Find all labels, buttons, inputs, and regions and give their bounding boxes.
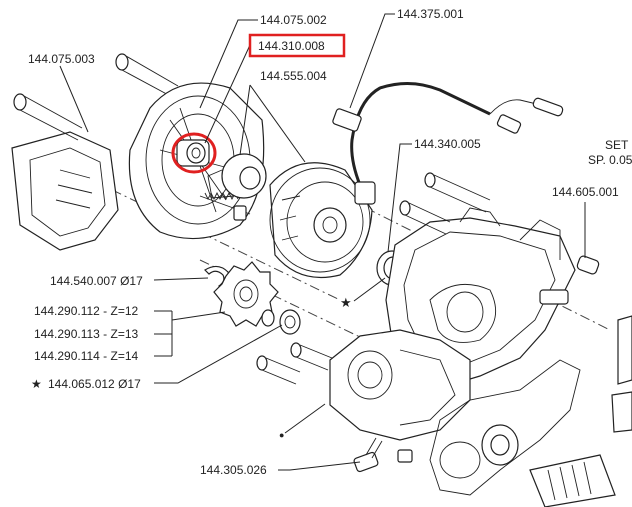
left-cover-rib [29, 147, 106, 237]
callout-set-line1: SET [605, 138, 629, 152]
leader-screw [278, 461, 361, 471]
rotor-hub [207, 153, 267, 199]
bearing-144-310-008 [176, 139, 210, 167]
leader-oil-seal [387, 143, 412, 253]
leader-dot [284, 403, 326, 434]
leader-stator-cover [199, 19, 258, 109]
callout-circlip: 144.540.007 Ø17 [50, 274, 143, 288]
leader-sprockets [154, 310, 226, 357]
screw-144-305-026 [353, 437, 383, 473]
highlight-box [248, 33, 346, 58]
seal-ring-inner [284, 315, 296, 329]
callout-seal-star: 144.065.012 Ø17 [48, 377, 141, 391]
leader-flywheel [239, 84, 306, 163]
highlight-circle [171, 132, 217, 174]
sensor-cable [332, 82, 564, 205]
callout-cover-left: 144.075.003 [28, 52, 95, 66]
callout-sprocket-12: 144.290.112 - Z=12 [34, 304, 139, 318]
dot-marker: ● [279, 430, 284, 440]
callout-stator-cover: 144.075.002 [260, 13, 327, 27]
leader-seal-star [154, 324, 283, 384]
callout-flywheel: 144.555.004 [260, 69, 327, 83]
callout-bearing-highlighted: 144.310.008 [258, 39, 325, 53]
callout-dowel: 144.605.001 [552, 185, 619, 199]
callout-sensor-cable: 144.375.001 [397, 7, 464, 21]
small-plug [397, 449, 413, 463]
bolt-crankcase-1 [424, 172, 491, 213]
bolt-crankcase-2 [399, 200, 451, 235]
washer-ring [261, 309, 275, 327]
callout-screw: 144.305.026 [200, 463, 267, 477]
callout-set-line2: SP. 0.05 [588, 153, 632, 167]
callout-sprocket-13: 144.290.113 - Z=13 [34, 327, 139, 341]
callout-oil-seal: 144.340.005 [414, 137, 481, 151]
gasket [429, 359, 581, 496]
dowel-pin-144-605-001 [576, 255, 600, 275]
right-edge-part-2 [611, 391, 632, 433]
leader-bearing [204, 44, 251, 144]
bolt-upper-left [13, 93, 83, 141]
left-cover-vents [55, 169, 93, 209]
stud-spring [199, 191, 251, 221]
flywheel [269, 162, 373, 279]
seal-ring-star [279, 309, 301, 335]
leader-circlip [153, 277, 209, 281]
right-edge-part [617, 315, 632, 385]
leader-cover-left [59, 65, 89, 133]
lower-crankcase [329, 329, 471, 441]
bolt-upper [115, 53, 179, 99]
leader-star-seal [353, 277, 386, 302]
callout-sprocket-14: 144.290.114 - Z=14 [34, 349, 139, 363]
bolt-lower-2 [290, 342, 333, 371]
star-marker-seal: ★ [340, 295, 352, 310]
axis-line-right [329, 189, 611, 331]
left-cover-plate [11, 131, 119, 251]
star-marker-left: ★ [31, 377, 42, 391]
leader-sensor [349, 13, 395, 109]
gear-shaft [529, 454, 616, 507]
bolt-lower-1 [256, 355, 301, 385]
lower-bearing [481, 424, 519, 466]
